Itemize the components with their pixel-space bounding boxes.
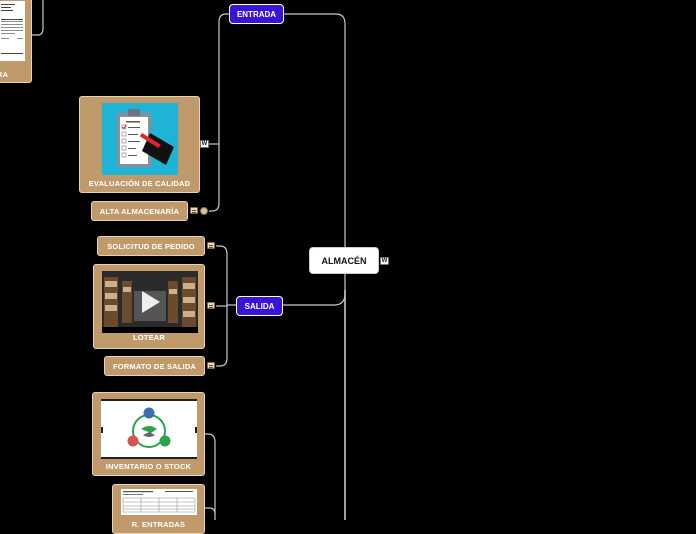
node-formato-salida[interactable]: FORMATO DE SALIDA <box>104 356 205 376</box>
quality-checklist-image <box>102 103 178 175</box>
note-icon[interactable] <box>190 207 198 214</box>
evaluacion-label: EVALUACIÓN DE CALIDAD <box>88 179 191 188</box>
branch-entrada[interactable]: ENTRADA <box>229 4 284 24</box>
document-page-image <box>0 1 25 61</box>
document-table-image <box>121 489 197 515</box>
node-solicitud-pedido[interactable]: SOLICITUD DE PEDIDO <box>97 236 205 256</box>
alta-label: ALTA ALMACENARÍA <box>99 206 180 216</box>
branch-salida[interactable]: SALIDA <box>236 296 283 316</box>
note-icon[interactable] <box>207 302 215 309</box>
note-icon[interactable] <box>207 362 215 369</box>
warehouse-video-image <box>102 271 198 333</box>
branch-salida-label: SALIDA <box>244 301 275 311</box>
link-icon[interactable] <box>200 207 208 215</box>
formato-label: FORMATO DE SALIDA <box>112 361 197 371</box>
central-node-almacen[interactable]: ALMACÉN <box>309 247 379 274</box>
node-inventario-stock[interactable]: INVENTARIO O STOCK <box>92 392 205 476</box>
lotear-label: LOTEAR <box>132 333 166 342</box>
connector-lines <box>32 0 346 520</box>
node-evaluacion-calidad[interactable]: EVALUACIÓN DE CALIDAD <box>79 96 200 193</box>
node-r-entradas[interactable]: R. ENTRADAS <box>112 484 205 534</box>
word-file-icon[interactable]: W <box>380 257 389 265</box>
partial-node-label: RA <box>0 70 9 79</box>
entradas-label: R. ENTRADAS <box>131 520 186 529</box>
branch-entrada-label: ENTRADA <box>236 9 277 19</box>
partial-document-node[interactable]: RA <box>0 0 32 83</box>
central-label: ALMACÉN <box>321 255 367 266</box>
solicitud-label: SOLICITUD DE PEDIDO <box>107 241 195 251</box>
node-alta-almacenaria[interactable]: ALTA ALMACENARÍA <box>91 201 188 221</box>
inventario-label: INVENTARIO O STOCK <box>105 462 192 471</box>
word-file-icon[interactable]: W <box>200 140 209 148</box>
node-lotear[interactable]: LOTEAR <box>93 264 205 349</box>
note-icon[interactable] <box>207 242 215 249</box>
inventory-cycle-image <box>101 399 197 459</box>
